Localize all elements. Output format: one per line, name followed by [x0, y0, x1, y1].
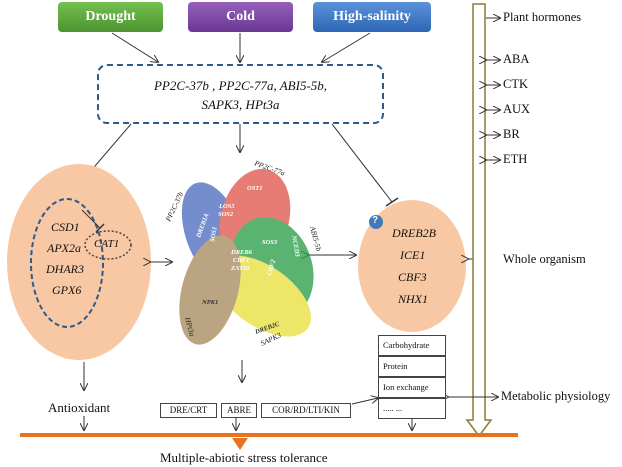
gene-cbf3: CBF3: [398, 270, 427, 284]
metabolite-protein: Protein: [378, 356, 446, 377]
central-gene-box: PP2C-37b , PP2C-77a, ABI5-5b, SAPK3, HPt…: [97, 64, 384, 124]
venn-set-hpt3a: [179, 235, 241, 345]
gene-nhx1: NHX1: [398, 292, 428, 306]
cat1-inhibit-line: [81, 209, 101, 229]
inhibit-line: [331, 123, 393, 203]
venn-inner-cbf1: CBF1: [233, 257, 249, 264]
venn-inner-zat10: ZAT10: [230, 265, 250, 272]
hormone-eth: ETH: [503, 152, 528, 166]
venn-inner-cbf2: CBF2: [266, 258, 277, 276]
cold-box: Cold: [188, 2, 293, 32]
hormone-ctk: CTK: [503, 77, 528, 91]
antioxidant-genes-dashed: [30, 198, 104, 328]
venn-label-hpt3a: HPt3a: [183, 315, 197, 337]
gene-ice1: ICE1: [400, 248, 426, 262]
central-genes-line2: SAPK3, HPt3a: [201, 97, 280, 112]
salinity-label: High-salinity: [333, 9, 411, 24]
venn-label-abi55b: ABI5-5b: [308, 224, 324, 252]
metabolite-carbohydrate: Carbohydrate: [378, 335, 446, 356]
result-arrowhead: [232, 438, 248, 450]
result-label: Multiple-abiotic stress tolerance: [160, 450, 328, 465]
drought-box: Drought: [58, 2, 163, 32]
venn-label-pp2c37b: PP2C-37b: [163, 190, 185, 224]
promoter-dre-crt: DRE/CRT: [160, 403, 217, 418]
gene-gpx6: GPX6: [52, 283, 82, 297]
left-ellipse: [7, 164, 151, 360]
venn-inner-nced3: NCED3: [290, 234, 301, 258]
metabolite-more: ..... ...: [378, 398, 446, 419]
drought-arrow: [111, 32, 158, 62]
venn-inner-sos3: SOS3: [262, 239, 278, 246]
level-metabolic-physiology: Metabolic physiology: [501, 389, 611, 403]
central-genes-line1: PP2C-37b , PP2C-77a, ABI5-5b,: [153, 78, 328, 93]
salinity-arrow: [322, 32, 371, 62]
inhibit-bar: [385, 197, 399, 207]
level-plant-hormones: Plant hormones: [503, 10, 582, 24]
venn-label-pp2c77a: PP2C-77a: [252, 158, 286, 178]
right-ellipse: [358, 200, 466, 332]
gene-csd1: CSD1: [51, 220, 80, 234]
venn-inner-sos1: SOS1: [209, 226, 219, 242]
gene-cat1: CAT1: [94, 238, 120, 250]
venn-inner-ost1: OST1: [247, 185, 263, 192]
level-whole-organism: Whole organism: [503, 252, 586, 266]
question-mark: ?: [372, 215, 379, 226]
drought-label: Drought: [85, 9, 136, 24]
venn-diagram: [179, 168, 314, 345]
gene-apx2a: APX2a: [47, 241, 81, 255]
cold-label: Cold: [226, 9, 255, 24]
promoter-abre: ABRE: [221, 403, 257, 418]
hormone-aux: AUX: [503, 102, 531, 116]
gene-dhar3: DHAR3: [46, 262, 84, 276]
venn-inner-npk1: NPK1: [201, 299, 218, 306]
hormone-aba: ABA: [503, 52, 530, 66]
cat1-dotted: [84, 230, 132, 260]
cat1-inhibit-bar: [95, 223, 105, 233]
venn-inner-sos2: SOS2: [218, 211, 234, 218]
gene-dreb2b: DREB2B: [392, 226, 436, 240]
venn-inner-dreb1a: DREB1A: [195, 212, 211, 240]
metabolite-ion-exchange: Ion exchange: [378, 377, 446, 398]
venn-inner-los5: LOS5: [218, 203, 235, 210]
venn-inner-dreb6: DREB6: [230, 249, 253, 256]
hormone-br: BR: [503, 127, 520, 141]
question-circle: [369, 215, 383, 229]
salinity-box: High-salinity: [313, 2, 431, 32]
promoter-cor-rd-lti-kin: COR/RD/LTI/KIN: [261, 403, 351, 418]
antioxidant-label: Antioxidant: [48, 400, 111, 415]
